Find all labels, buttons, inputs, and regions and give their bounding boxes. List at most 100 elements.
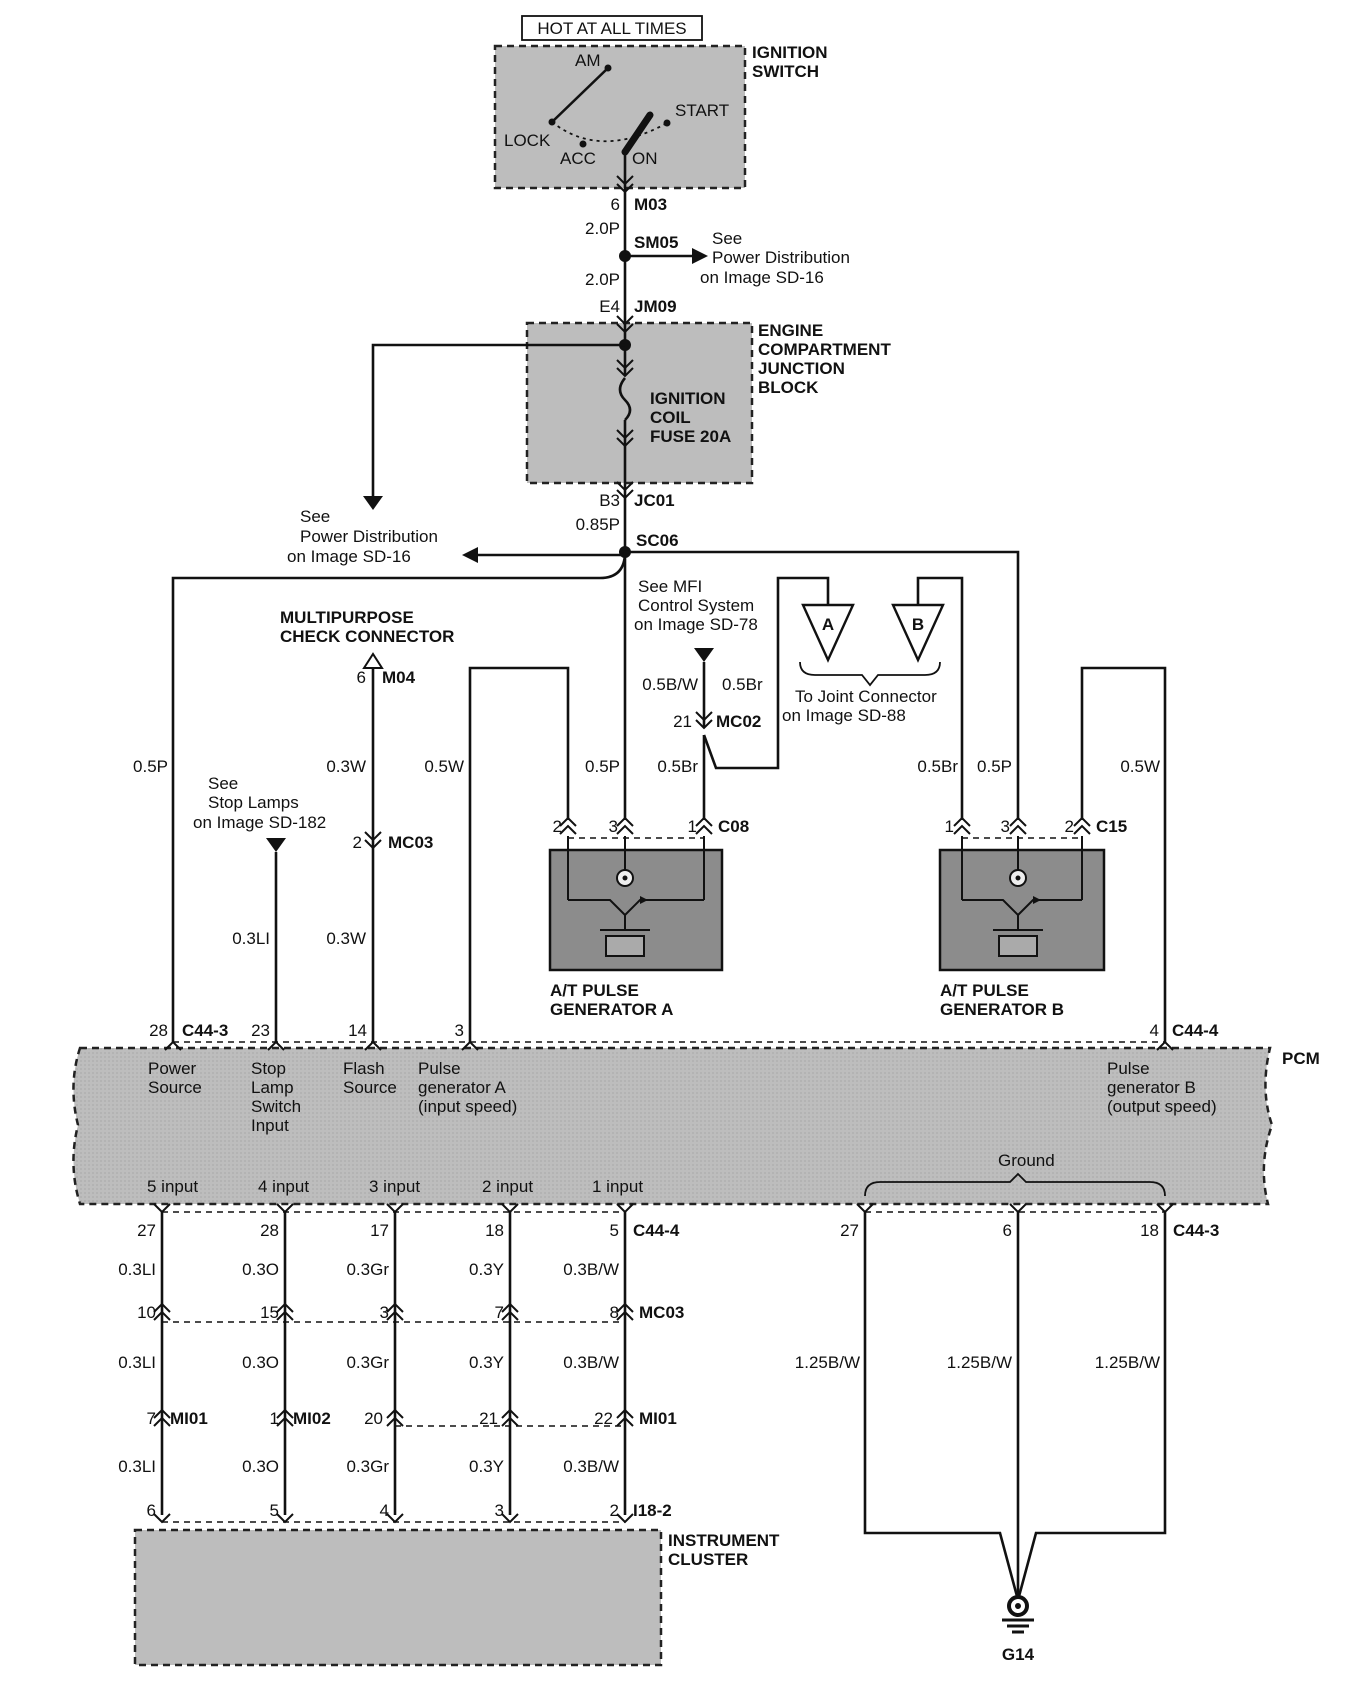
m03-label: M03	[634, 195, 667, 214]
joint-connector-a-label: A	[822, 615, 834, 634]
wire-b-li: 0.3LI	[118, 1353, 156, 1372]
wire-c-o: 0.3O	[242, 1457, 279, 1476]
pcm-input-5: 5 input	[147, 1177, 198, 1196]
ignition-switch-title-2: SWITCH	[752, 62, 819, 81]
gen-b-title-1: A/T PULSE	[940, 981, 1029, 1000]
pgb-wire-size: 0.5W	[1120, 757, 1160, 776]
b3-pin: B3	[599, 491, 620, 510]
junction-block-box	[525, 321, 754, 485]
i182-pin-4: 4	[380, 1501, 389, 1520]
pcm-input-3: 3 input	[369, 1177, 420, 1196]
mi01-pin-7: 7	[147, 1409, 156, 1428]
mc02-label: MC02	[716, 712, 761, 731]
c15-label: C15	[1096, 817, 1127, 836]
m04-label: M04	[382, 668, 416, 687]
m04-connector-arrow	[362, 652, 384, 669]
mc03-lower-label: MC03	[639, 1303, 684, 1322]
pga-wire-size: 0.5W	[424, 757, 464, 776]
i182-pin-5: 5	[270, 1501, 279, 1520]
gen-a-pin3-connector	[616, 816, 634, 835]
wire-b-y: 0.3Y	[469, 1353, 504, 1372]
pulse-generator-b: 0.5Br 0.5P 0.5W 1 3 2 C15 A/T PULSE GENE…	[917, 666, 1167, 1042]
mc03-pin-10: 10	[137, 1303, 156, 1322]
joint-brace	[799, 661, 941, 687]
pcm-pin-23: 23	[251, 1021, 270, 1040]
pcm-power-1: Power	[148, 1059, 197, 1078]
pcm: 28 C44-3 23 14 3 4 C44-4 PCM Power Sourc…	[72, 1021, 1320, 1206]
wire-c-bw: 0.3B/W	[563, 1457, 619, 1476]
mc03-pin-7: 7	[495, 1303, 504, 1322]
mi01-label-a: MI01	[170, 1409, 208, 1428]
stop-lamps: See Stop Lamps on Image SD-182 0.3LI	[193, 774, 326, 1042]
stop-arrow	[266, 838, 286, 852]
mc03-pin-8: 8	[610, 1303, 619, 1322]
pulse-generator-a: 0.5W 0.5P 0.5Br 2 3 1 C08 A/T PULSE GENE…	[424, 666, 749, 1042]
sm05-label: SM05	[634, 233, 678, 252]
pcm-flash-1: Flash	[343, 1059, 385, 1078]
i182-pin-symbols	[153, 1513, 634, 1524]
stop-see-3: on Image SD-182	[193, 813, 326, 832]
mi01-pin-20: 20	[364, 1409, 383, 1428]
ground-wire-1	[863, 1212, 1020, 1601]
pcm-top-pin-symbols	[164, 1040, 1174, 1051]
fuse-title-3: FUSE 20A	[650, 427, 731, 446]
pcm-pga-2: generator A	[418, 1078, 507, 1097]
m03-pin: 6	[611, 195, 620, 214]
wire-a-bw: 0.3B/W	[563, 1260, 619, 1279]
ignition-rotary-path	[551, 121, 668, 143]
mc03-lower-pin-symbols	[153, 1302, 634, 1321]
pcm-ground-brace	[864, 1172, 1166, 1197]
c444-pin-5: 5	[610, 1221, 619, 1240]
ignition-switch: HOT AT ALL TIMES IGNITION SWITCH AM LOCK…	[493, 15, 828, 190]
joint-connector-b-label: B	[912, 615, 924, 634]
mfi-see-3: on Image SD-78	[634, 615, 758, 634]
gen-b-pin2: 2	[1065, 817, 1074, 836]
gen-a-title-2: GENERATOR A	[550, 1000, 673, 1019]
joint-b-wire	[916, 576, 964, 820]
check-wire-size-a: 0.3W	[326, 757, 366, 776]
i182-pin-2: 2	[610, 1501, 619, 1520]
e4-pin: E4	[599, 297, 620, 316]
i182-pin-3: 3	[495, 1501, 504, 1520]
gen-b-pin1: 1	[945, 817, 954, 836]
c444-bottom-pin-symbols	[153, 1203, 634, 1214]
fuse-title-2: COIL	[650, 408, 691, 427]
gen-a-title-1: A/T PULSE	[550, 981, 639, 1000]
c08-label: C08	[718, 817, 749, 836]
joint-connector-b-triangle	[891, 603, 945, 663]
stop-see-2: Stop Lamps	[208, 793, 299, 812]
c444-pin-18: 18	[485, 1221, 504, 1240]
instrument-cluster-box	[133, 1528, 663, 1667]
mc03-pin-15: 15	[260, 1303, 279, 1322]
wire-b-gr: 0.3Gr	[346, 1353, 389, 1372]
mc03-label: MC03	[388, 833, 433, 852]
mi01-pin-22: 22	[594, 1409, 613, 1428]
gen-a-signal-wire	[468, 666, 570, 1042]
pcm-stop-3: Switch	[251, 1097, 301, 1116]
sc06-see-3: on Image SD-16	[287, 547, 411, 566]
joint-see-1: To Joint Connector	[795, 687, 937, 706]
hot-at-all-times-box	[521, 15, 703, 41]
wire-b-o: 0.3O	[242, 1353, 279, 1372]
junction-left-branch	[371, 343, 625, 500]
ground-wire-size-3: 1.25B/W	[1095, 1353, 1160, 1372]
mi01-pin-21: 21	[479, 1409, 498, 1428]
sc06-branches: SC06 See Power Distribution on Image SD-…	[133, 500, 1020, 1042]
ground-wire-size-1: 1.25B/W	[795, 1353, 860, 1372]
pcm-power-2: Source	[148, 1078, 202, 1097]
gen-b-pin2-connector	[1073, 816, 1091, 835]
ignition-am-arm	[551, 67, 609, 123]
gen-a-pin1-connector	[695, 816, 713, 835]
pcm-pga-1: Pulse	[418, 1059, 461, 1078]
mc03-pin-3: 3	[380, 1303, 389, 1322]
stop-wire-size: 0.3LI	[232, 929, 270, 948]
mfi-wire-size: 0.5B/W	[642, 675, 698, 694]
c444-pin-27: 27	[137, 1221, 156, 1240]
gen-a-pin2: 2	[553, 817, 562, 836]
mfi-wire-size-br: 0.5Br	[722, 675, 763, 694]
wire-c-li: 0.3LI	[118, 1457, 156, 1476]
gen-b-pin3-connector	[1009, 816, 1027, 835]
c444-pin-28: 28	[260, 1221, 279, 1240]
cluster-wiring: 27 28 17 18 5 C44-4 0.3LI 0.3O 0.3Gr 0.3…	[118, 1203, 780, 1667]
ignition-switch-box	[493, 44, 747, 190]
